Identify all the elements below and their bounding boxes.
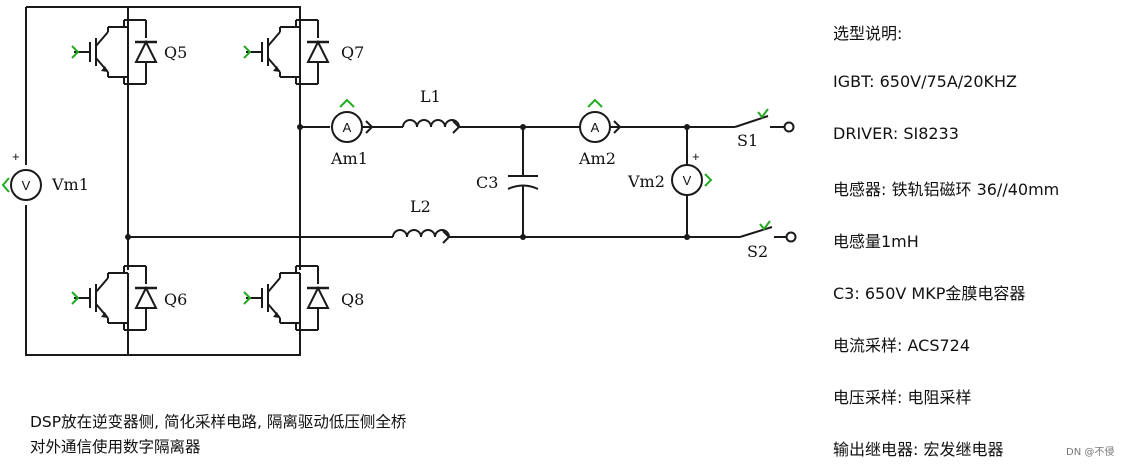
ammeter-am1: A (331, 98, 363, 143)
spec-item-igbt: IGBT: 650V/75A/20KHZ (833, 72, 1017, 91)
spec-title: 选型说明: (833, 24, 903, 43)
ammeter-am1-symbol: A (343, 120, 352, 135)
spec-item-voltage-sampling: 电压采样: 电阻采样 (833, 388, 972, 407)
spec-item-driver: DRIVER: SI8233 (833, 124, 959, 143)
label-s2: S2 (747, 242, 768, 261)
label-am1: Am1 (330, 149, 368, 168)
note-line-1: DSP放在逆变器侧, 简化采样电路, 隔离驱动低压侧全桥 (30, 413, 407, 431)
voltmeter-vm2: V + (671, 149, 713, 196)
igbt-q8 (242, 264, 331, 332)
voltmeter-vm2-plus: + (692, 149, 700, 164)
voltmeter-vm1-plus: + (12, 149, 20, 164)
spec-item-current-sampling: 电流采样: ACS724 (833, 336, 971, 355)
spec-item-inductor: 电感器: 铁轨铝磁环 36//40mm (833, 180, 1060, 199)
ammeter-am2-symbol: A (591, 120, 600, 135)
label-q8: Q8 (341, 290, 364, 309)
capacitor-c3 (507, 175, 539, 190)
voltmeter-vm1-symbol: V (22, 178, 31, 193)
igbt-q7 (242, 18, 331, 86)
igbt-q6 (70, 264, 159, 332)
label-vm1: Vm1 (51, 175, 89, 194)
label-q7: Q7 (341, 43, 364, 62)
note-line-2: 对外通信使用数字隔离器 (30, 438, 201, 456)
label-s1: S1 (737, 131, 758, 150)
spec-item-inductance: 电感量1mH (833, 232, 919, 251)
label-l1: L1 (420, 87, 441, 106)
inductor-l2 (392, 229, 450, 238)
igbt-q5 (70, 18, 159, 86)
label-l2: L2 (410, 197, 431, 216)
watermark: DN @不侵 (1066, 447, 1115, 458)
label-c3: C3 (476, 173, 498, 192)
spec-item-relay: 输出继电器: 宏发继电器 (833, 440, 1004, 459)
ammeter-am2: A (579, 98, 611, 143)
voltmeter-vm2-symbol: V (683, 173, 692, 188)
switch-s2 (739, 220, 797, 243)
label-vm2: Vm2 (627, 172, 665, 191)
voltmeter-vm1: V + (1, 149, 42, 201)
label-q6: Q6 (164, 290, 187, 309)
label-q5: Q5 (164, 43, 187, 62)
inductor-l1 (402, 119, 460, 128)
spec-item-capacitor: C3: 650V MKP金膜电容器 (833, 284, 1026, 303)
switch-s1 (734, 108, 795, 133)
label-am2: Am2 (578, 149, 616, 168)
